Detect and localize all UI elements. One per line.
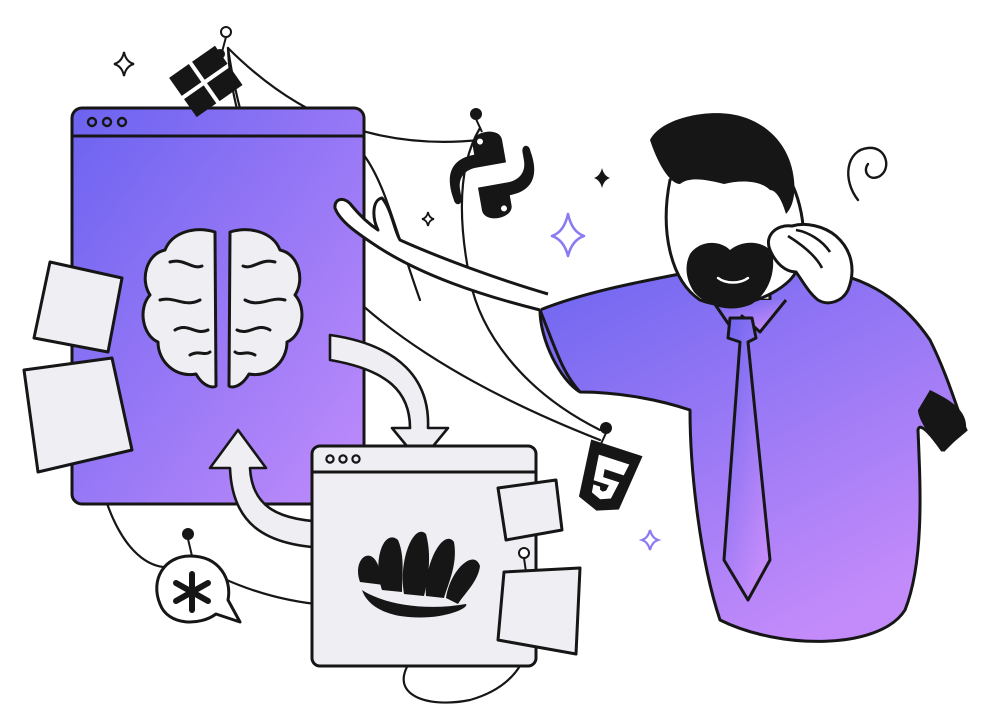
window-dot	[116, 116, 128, 128]
pushpin-icon	[518, 547, 530, 573]
sticky-note-icon	[496, 566, 582, 656]
hand-icon	[357, 531, 480, 618]
sparkle-icon	[421, 211, 435, 227]
sparkle-icon	[550, 212, 586, 258]
windows-icon	[169, 45, 243, 118]
asterisk-speech-bubble-icon	[155, 554, 242, 624]
pushpin-icon	[182, 528, 194, 557]
python-icon	[449, 131, 535, 219]
sticky-note-icon	[32, 260, 124, 354]
ai-browser-window	[70, 106, 366, 506]
brain-icon	[141, 228, 304, 389]
pushpin-icon	[599, 422, 612, 447]
window-dot	[101, 116, 113, 128]
window-dot	[325, 454, 335, 464]
hair	[650, 113, 795, 214]
sparkle-icon	[594, 168, 610, 188]
curved-arrow-icon	[208, 428, 337, 550]
css3-icon	[578, 439, 643, 511]
pushpin-icon	[470, 108, 483, 133]
beard	[686, 242, 774, 309]
developer-person	[333, 113, 968, 643]
left-arm	[333, 196, 549, 312]
sparkle-icon	[638, 529, 662, 551]
hand-browser-window	[310, 444, 538, 668]
spiral-doodle	[847, 146, 888, 202]
tie	[722, 316, 772, 602]
window-dot	[338, 454, 348, 464]
sticky-note-icon	[496, 478, 564, 542]
window-dot	[351, 454, 361, 464]
pushpin-icon	[215, 26, 232, 59]
sticky-note-icon	[22, 356, 134, 474]
window-dot	[86, 116, 98, 128]
sparkle-icon	[113, 51, 135, 77]
right-hand	[767, 222, 854, 305]
